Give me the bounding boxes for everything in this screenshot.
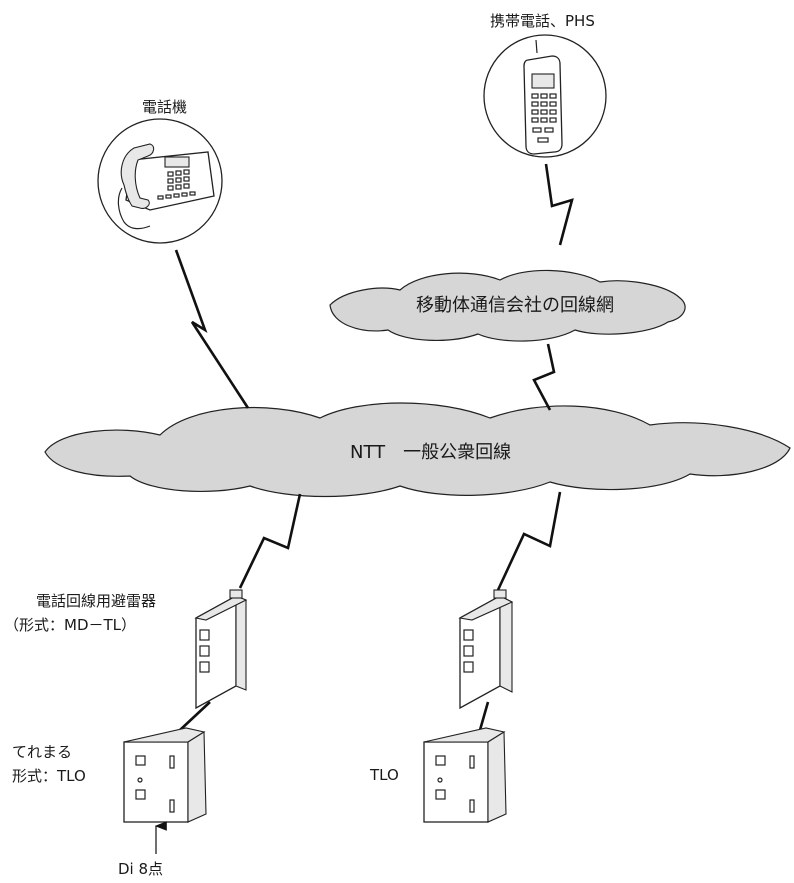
mobile-label: 携帯電話、PHS xyxy=(490,12,595,30)
ntt-to-arrester-left-line xyxy=(238,493,302,589)
arrester-label-line1: 電話回線用避雷器 xyxy=(36,592,156,610)
di-input-label: Di 8点 xyxy=(118,860,163,878)
tlo-unit-device-right xyxy=(423,727,507,823)
mobile-network-cloud xyxy=(329,269,686,342)
surge-arrester-device-left xyxy=(194,589,248,710)
telemaru-label-line2: 形式：TLO xyxy=(12,767,86,785)
telephone-label: 電話機 xyxy=(142,98,187,116)
mobile-network-to-ntt-line xyxy=(532,343,556,411)
cell-phone-icon xyxy=(523,39,563,155)
surge-arrester-device-right xyxy=(458,589,514,710)
desk-phone-icon xyxy=(117,143,215,230)
arrester-to-tlo-right-line xyxy=(478,701,490,731)
ntt-to-arrester-right-line xyxy=(496,491,562,591)
tlo-unit-device-left xyxy=(123,727,207,823)
ntt-network-cloud xyxy=(44,402,791,498)
mobile-network-label: 移動体通信会社の回線網 xyxy=(416,295,614,316)
ntt-network-label: NTT 一般公衆回線 xyxy=(350,442,511,463)
phone-to-ntt-line xyxy=(174,249,250,409)
arrester-to-tlo-left-line xyxy=(179,701,211,731)
tlo-right-label: TLO xyxy=(369,766,399,784)
mobile-wireless-link xyxy=(544,163,574,246)
arrester-label-line2: （形式：MD－TL） xyxy=(4,616,136,634)
telemaru-label-line1: てれまる xyxy=(12,743,72,761)
